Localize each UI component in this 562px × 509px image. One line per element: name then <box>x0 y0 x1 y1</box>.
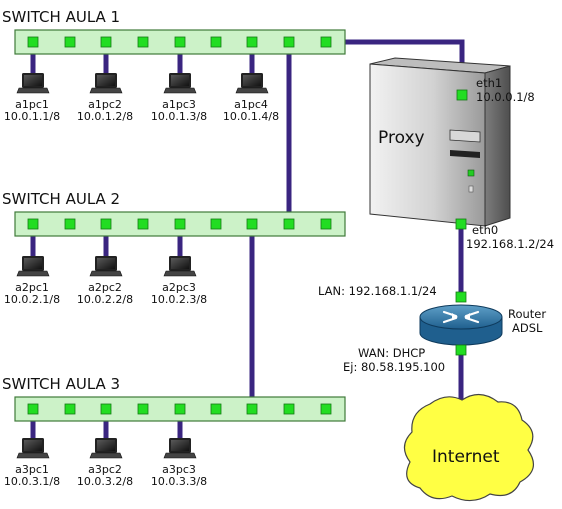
router-wan-example: Ej: 80.58.195.100 <box>343 360 445 374</box>
host-a3pc1: a3pc1 10.0.3.1/8 <box>4 438 60 488</box>
router-wan-label: WAN: DHCP <box>358 346 425 360</box>
host-name: a2pc1 <box>15 281 49 294</box>
router-label-2: ADSL <box>512 321 543 335</box>
host-ip: 10.0.3.2/8 <box>77 475 133 488</box>
proxy-server: Proxy <box>369 57 511 227</box>
host-a1pc4: a1pc4 10.0.1.4/8 <box>223 73 279 123</box>
host-a3pc3: a3pc3 10.0.3.3/8 <box>151 438 207 488</box>
host-name: a1pc3 <box>162 98 196 111</box>
laptop-icon <box>89 256 123 277</box>
cloud-icon <box>403 393 535 502</box>
host-ip: 10.0.2.2/8 <box>77 293 133 306</box>
host-ip: 10.0.3.1/8 <box>4 475 60 488</box>
host-a1pc1: a1pc1 10.0.1.1/8 <box>4 73 60 123</box>
host-a1pc3: a1pc3 10.0.1.3/8 <box>151 73 207 123</box>
laptop-icon <box>16 73 50 94</box>
host-name: a3pc3 <box>162 463 196 476</box>
host-name: a1pc4 <box>234 98 268 111</box>
server-tower-icon <box>369 57 511 227</box>
host-a2pc3: a2pc3 10.0.2.3/8 <box>151 256 207 306</box>
proxy-eth1-port <box>456 89 468 101</box>
host-a3pc2: a3pc2 10.0.3.2/8 <box>77 438 133 488</box>
host-name: a2pc3 <box>162 281 196 294</box>
host-ip: 10.0.1.3/8 <box>151 110 207 123</box>
switch-aula-2: SWITCH AULA 2 <box>2 190 346 237</box>
eth1-name: eth1 <box>476 76 502 90</box>
laptop-icon <box>16 256 50 277</box>
host-ip: 10.0.1.2/8 <box>77 110 133 123</box>
router-lan-label: LAN: 192.168.1.1/24 <box>318 284 437 298</box>
proxy-eth0-port <box>455 218 467 230</box>
switch-ports <box>27 36 332 48</box>
laptop-icon <box>163 438 197 459</box>
proxy-label: Proxy <box>378 128 425 148</box>
host-ip: 10.0.3.3/8 <box>151 475 207 488</box>
host-name: a3pc1 <box>15 463 49 476</box>
router-wan-port <box>455 344 467 356</box>
switch-ports <box>27 403 332 415</box>
host-a2pc1: a2pc1 10.0.2.1/8 <box>4 256 60 306</box>
switch-title: SWITCH AULA 1 <box>2 8 120 26</box>
eth0-ip: 192.168.1.2/24 <box>466 237 554 251</box>
switch-aula-3: SWITCH AULA 3 <box>2 375 346 422</box>
internet-cloud: Internet <box>403 393 535 502</box>
switch-ports <box>27 218 332 230</box>
host-ip: 10.0.1.1/8 <box>4 110 60 123</box>
laptop-icon <box>163 73 197 94</box>
switch-aula-1: SWITCH AULA 1 <box>2 8 346 55</box>
eth0-name: eth0 <box>472 223 498 237</box>
host-a1pc2: a1pc2 10.0.1.2/8 <box>77 73 133 123</box>
laptop-icon <box>235 73 269 94</box>
laptop-icon <box>16 438 50 459</box>
host-ip: 10.0.2.1/8 <box>4 293 60 306</box>
switch-title: SWITCH AULA 3 <box>2 375 120 393</box>
host-ip: 10.0.2.3/8 <box>151 293 207 306</box>
host-ip: 10.0.1.4/8 <box>223 110 279 123</box>
host-a2pc2: a2pc2 10.0.2.2/8 <box>77 256 133 306</box>
router-lan-port <box>455 291 467 303</box>
host-name: a3pc2 <box>88 463 122 476</box>
laptop-icon <box>89 73 123 94</box>
router-icon <box>419 304 503 346</box>
eth1-ip: 10.0.0.1/8 <box>476 90 535 104</box>
internet-label: Internet <box>432 447 500 467</box>
host-name: a1pc1 <box>15 98 49 111</box>
switch-title: SWITCH AULA 2 <box>2 190 120 208</box>
router-adsl: Router ADSL <box>419 304 546 346</box>
laptop-icon <box>163 256 197 277</box>
host-name: a2pc2 <box>88 281 122 294</box>
router-label-1: Router <box>508 307 546 321</box>
laptop-icon <box>89 438 123 459</box>
host-name: a1pc2 <box>88 98 122 111</box>
